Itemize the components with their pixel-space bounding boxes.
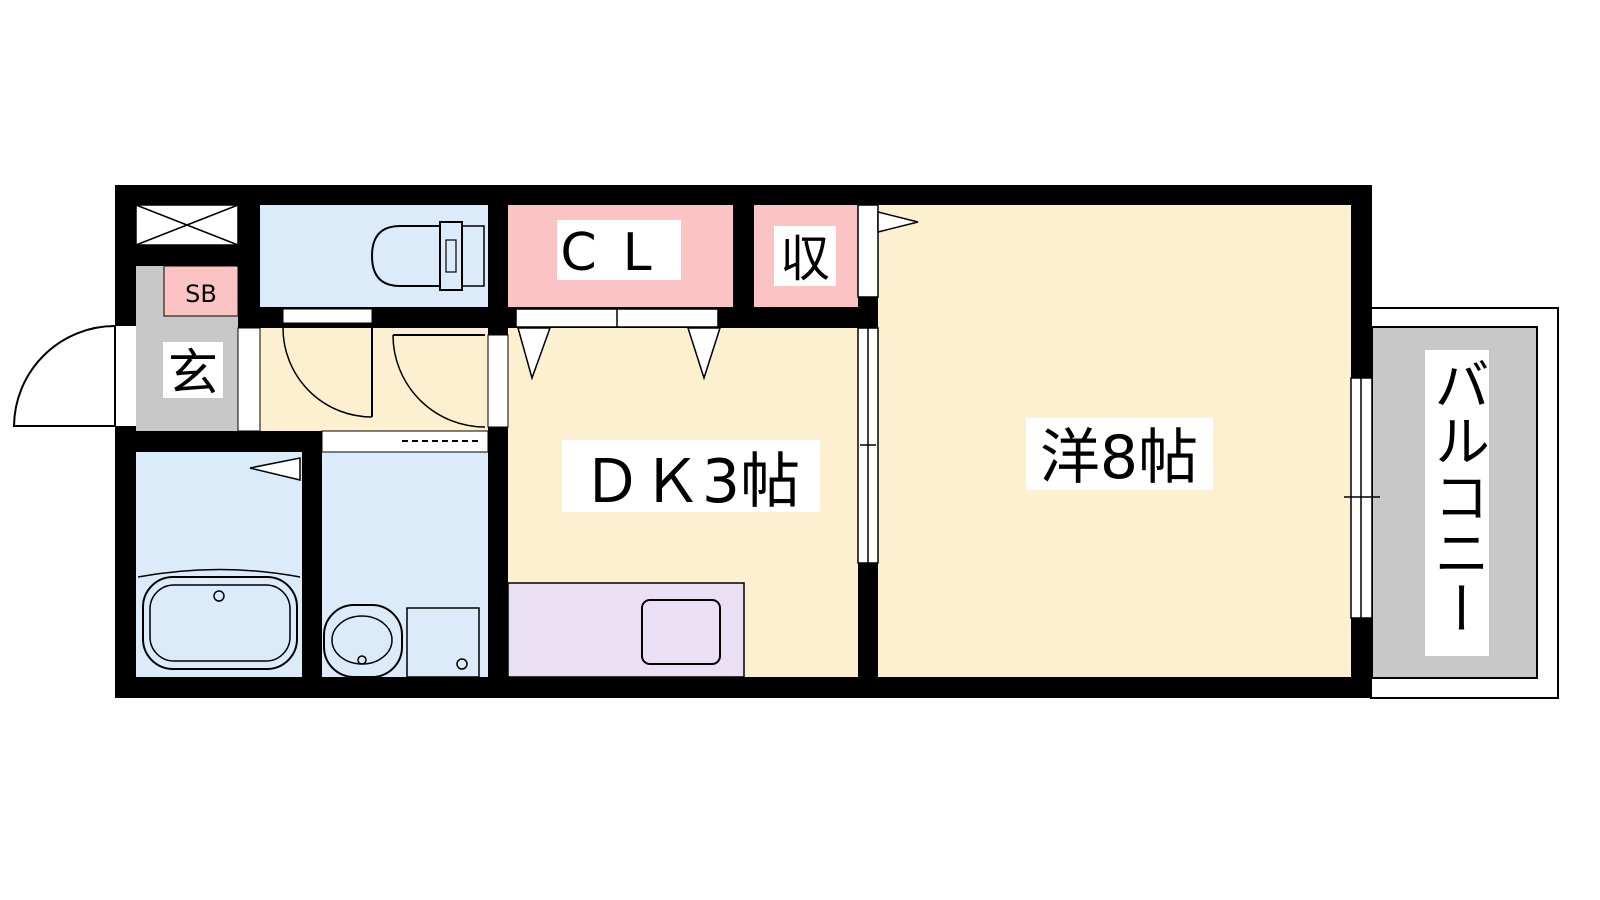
washroom-floor — [322, 452, 488, 677]
closet-label-bg — [557, 220, 681, 280]
shoe-box-label: SB — [185, 280, 217, 308]
dk-door-opening — [487, 334, 509, 428]
washroom-door — [392, 334, 486, 428]
bathroom-floor — [136, 452, 302, 677]
dk-label: ＤＫ3帖 — [582, 447, 800, 517]
storage-door — [857, 204, 919, 298]
toilet-fixture — [370, 221, 485, 291]
entrance-door — [12, 325, 136, 427]
shoe-box — [163, 265, 239, 317]
closet-doors — [515, 308, 722, 381]
hallway-floor — [260, 328, 488, 431]
entrance-label: 玄 — [168, 344, 218, 402]
dk-label-bg — [562, 440, 820, 512]
washbasin — [323, 604, 403, 678]
storage-label-bg — [774, 226, 836, 286]
entrance-label-bg — [163, 342, 223, 398]
pipe-space — [135, 204, 239, 246]
balcony-label-bg — [1425, 350, 1489, 656]
western-room-label: 洋8帖 — [1040, 423, 1198, 493]
washroom-partition — [321, 430, 489, 453]
genkan-step-opening — [237, 327, 261, 432]
closet-label: CL — [560, 223, 677, 283]
storage-label: 収 — [780, 230, 830, 288]
toilet-floor — [260, 205, 488, 307]
washing-machine-pan — [406, 607, 480, 678]
kitchen-counter — [507, 582, 745, 678]
bathtub — [137, 568, 301, 670]
balcony-label: バルコニー — [1425, 356, 1490, 636]
western-room-label-bg — [1026, 418, 1213, 490]
toilet-door — [282, 308, 373, 418]
bathroom-door — [249, 457, 301, 481]
sink — [641, 599, 721, 665]
balcony-window — [1344, 377, 1380, 619]
western-room-sliding-door — [857, 327, 879, 564]
